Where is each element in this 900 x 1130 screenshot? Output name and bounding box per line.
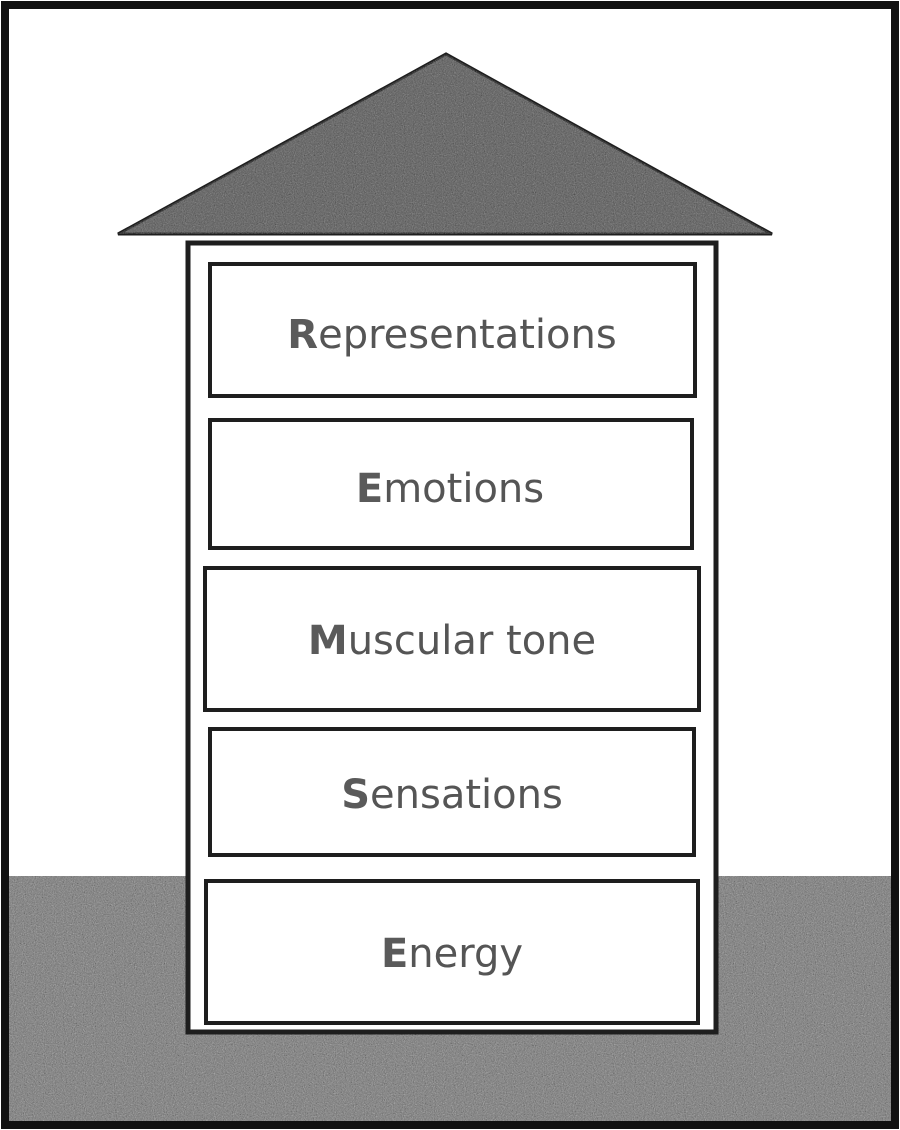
floor-energy: Energy <box>204 879 700 1025</box>
floor-label: Sensations <box>341 772 563 818</box>
floor-box <box>208 262 697 398</box>
floor-sensations: Sensations <box>208 727 696 857</box>
floor-label: Muscular tone <box>308 618 596 664</box>
floor-label: Emotions <box>356 466 544 512</box>
floor-label: Representations <box>287 312 616 358</box>
floor-box <box>204 879 700 1025</box>
roof-texture <box>118 54 772 234</box>
floor-box <box>208 727 696 857</box>
floor-label: Energy <box>381 931 523 977</box>
floor-emotions: Emotions <box>208 418 694 550</box>
floor-box <box>203 566 701 712</box>
floor-muscular-tone: Muscular tone <box>203 566 701 712</box>
floor-representations: Representations <box>208 262 697 398</box>
floor-box <box>208 418 694 550</box>
